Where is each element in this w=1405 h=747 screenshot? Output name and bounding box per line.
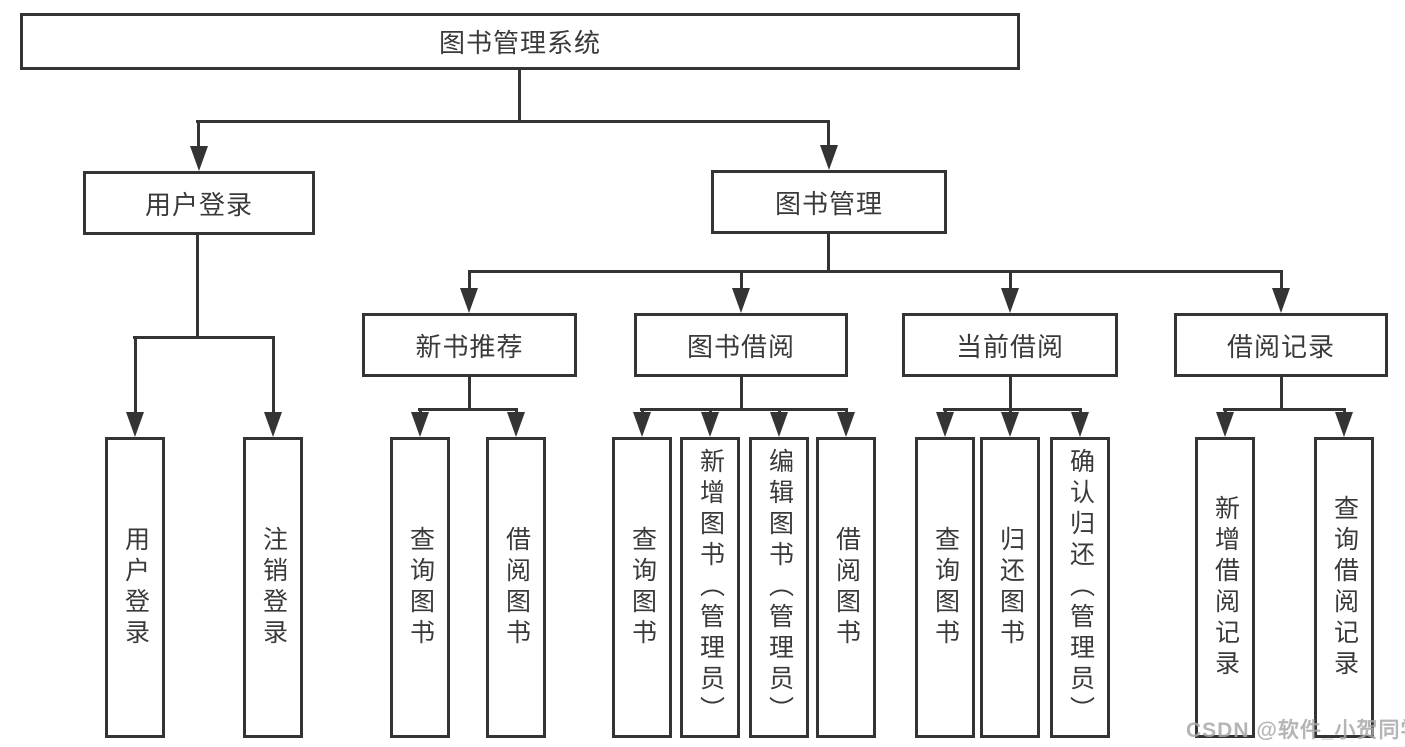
arrowhead-icon: [633, 412, 651, 437]
leaf-query-books-borrowing: 查询图书: [612, 437, 672, 738]
line: [196, 235, 199, 336]
leaf-borrow-books-recommend: 借阅图书: [486, 437, 546, 738]
line: [1280, 377, 1283, 408]
line: [827, 120, 830, 150]
line: [468, 270, 1283, 273]
line: [740, 270, 743, 292]
arrowhead-icon: [1216, 412, 1234, 437]
arrowhead-icon: [770, 412, 788, 437]
arrowhead-icon: [507, 412, 525, 437]
arrowhead-icon: [1001, 412, 1019, 437]
node-label: 图书管理: [774, 188, 883, 219]
leaf-add-books-admin: 新增图书（管理员）: [680, 437, 740, 738]
leaf-label: 确认归还（管理员）: [1066, 448, 1095, 727]
leaf-label: 编辑图书（管理员）: [765, 448, 794, 727]
node-library-management-system: 图书管理系统: [20, 13, 1020, 70]
node-label: 图书借阅: [686, 331, 795, 362]
node-label: 借阅记录: [1226, 331, 1335, 362]
arrowhead-icon: [264, 412, 282, 437]
leaf-label: 借阅图书: [502, 525, 531, 650]
leaf-label: 注销登录: [259, 525, 288, 650]
arrowhead-icon: [701, 412, 719, 437]
arrowhead-icon: [411, 412, 429, 437]
node-book-borrowing: 图书借阅: [634, 313, 848, 377]
node-label: 当前借阅: [955, 331, 1064, 362]
arrowhead-icon: [1001, 288, 1019, 313]
arrowhead-icon: [1071, 412, 1089, 437]
arrowhead-icon: [126, 412, 144, 437]
leaf-label: 借阅图书: [832, 525, 861, 650]
arrowhead-icon: [460, 288, 478, 313]
arrowhead-icon: [1335, 412, 1353, 437]
arrowhead-icon: [936, 412, 954, 437]
leaf-label: 查询借阅记录: [1330, 494, 1359, 681]
leaf-label: 新增借阅记录: [1211, 494, 1240, 681]
arrowhead-icon: [1272, 288, 1290, 313]
line: [740, 377, 743, 408]
line: [418, 408, 518, 411]
leaf-logout: 注销登录: [243, 437, 303, 738]
leaf-label: 归还图书: [996, 525, 1025, 650]
line: [827, 234, 830, 270]
leaf-user-login: 用户登录: [105, 437, 165, 738]
leaf-label: 新增图书（管理员）: [696, 448, 725, 727]
leaf-label: 查询图书: [931, 525, 960, 650]
line: [196, 120, 830, 123]
leaf-return-books: 归还图书: [980, 437, 1040, 738]
leaf-label: 用户登录: [121, 525, 150, 650]
leaf-query-borrow-record: 查询借阅记录: [1314, 437, 1374, 738]
line: [133, 336, 275, 339]
node-borrowing-records: 借阅记录: [1174, 313, 1388, 377]
leaf-label: 查询图书: [406, 525, 435, 650]
line: [1223, 408, 1345, 411]
arrowhead-icon: [190, 146, 208, 171]
node-current-borrowing: 当前借阅: [902, 313, 1118, 377]
line: [943, 408, 1081, 411]
leaf-add-borrow-record: 新增借阅记录: [1195, 437, 1255, 738]
arrowhead-icon: [837, 412, 855, 437]
arrowhead-icon: [820, 145, 838, 170]
arrowhead-icon: [732, 288, 750, 313]
node-label: 用户登录: [144, 189, 253, 220]
line: [468, 270, 471, 292]
node-label: 图书管理系统: [438, 28, 601, 58]
line: [640, 408, 848, 411]
line: [197, 120, 200, 150]
leaf-label: 查询图书: [628, 525, 657, 650]
csdn-watermark: CSDN @软件_小贺同学: [1186, 719, 1405, 742]
node-label: 新书推荐: [415, 331, 524, 362]
node-user-login-module: 用户登录: [83, 171, 315, 235]
line: [1009, 270, 1012, 292]
leaf-borrow-books: 借阅图书: [816, 437, 876, 738]
leaf-query-books-recommend: 查询图书: [390, 437, 450, 738]
node-new-book-recommendation: 新书推荐: [362, 313, 577, 377]
line: [518, 70, 521, 120]
line: [1009, 377, 1012, 408]
leaf-edit-books-admin: 编辑图书（管理员）: [749, 437, 809, 738]
line: [468, 377, 471, 408]
line: [134, 336, 137, 415]
line: [272, 336, 275, 415]
line: [1280, 270, 1283, 292]
leaf-query-books-current: 查询图书: [915, 437, 975, 738]
node-book-management-module: 图书管理: [711, 170, 947, 234]
leaf-confirm-return-admin: 确认归还（管理员）: [1050, 437, 1110, 738]
